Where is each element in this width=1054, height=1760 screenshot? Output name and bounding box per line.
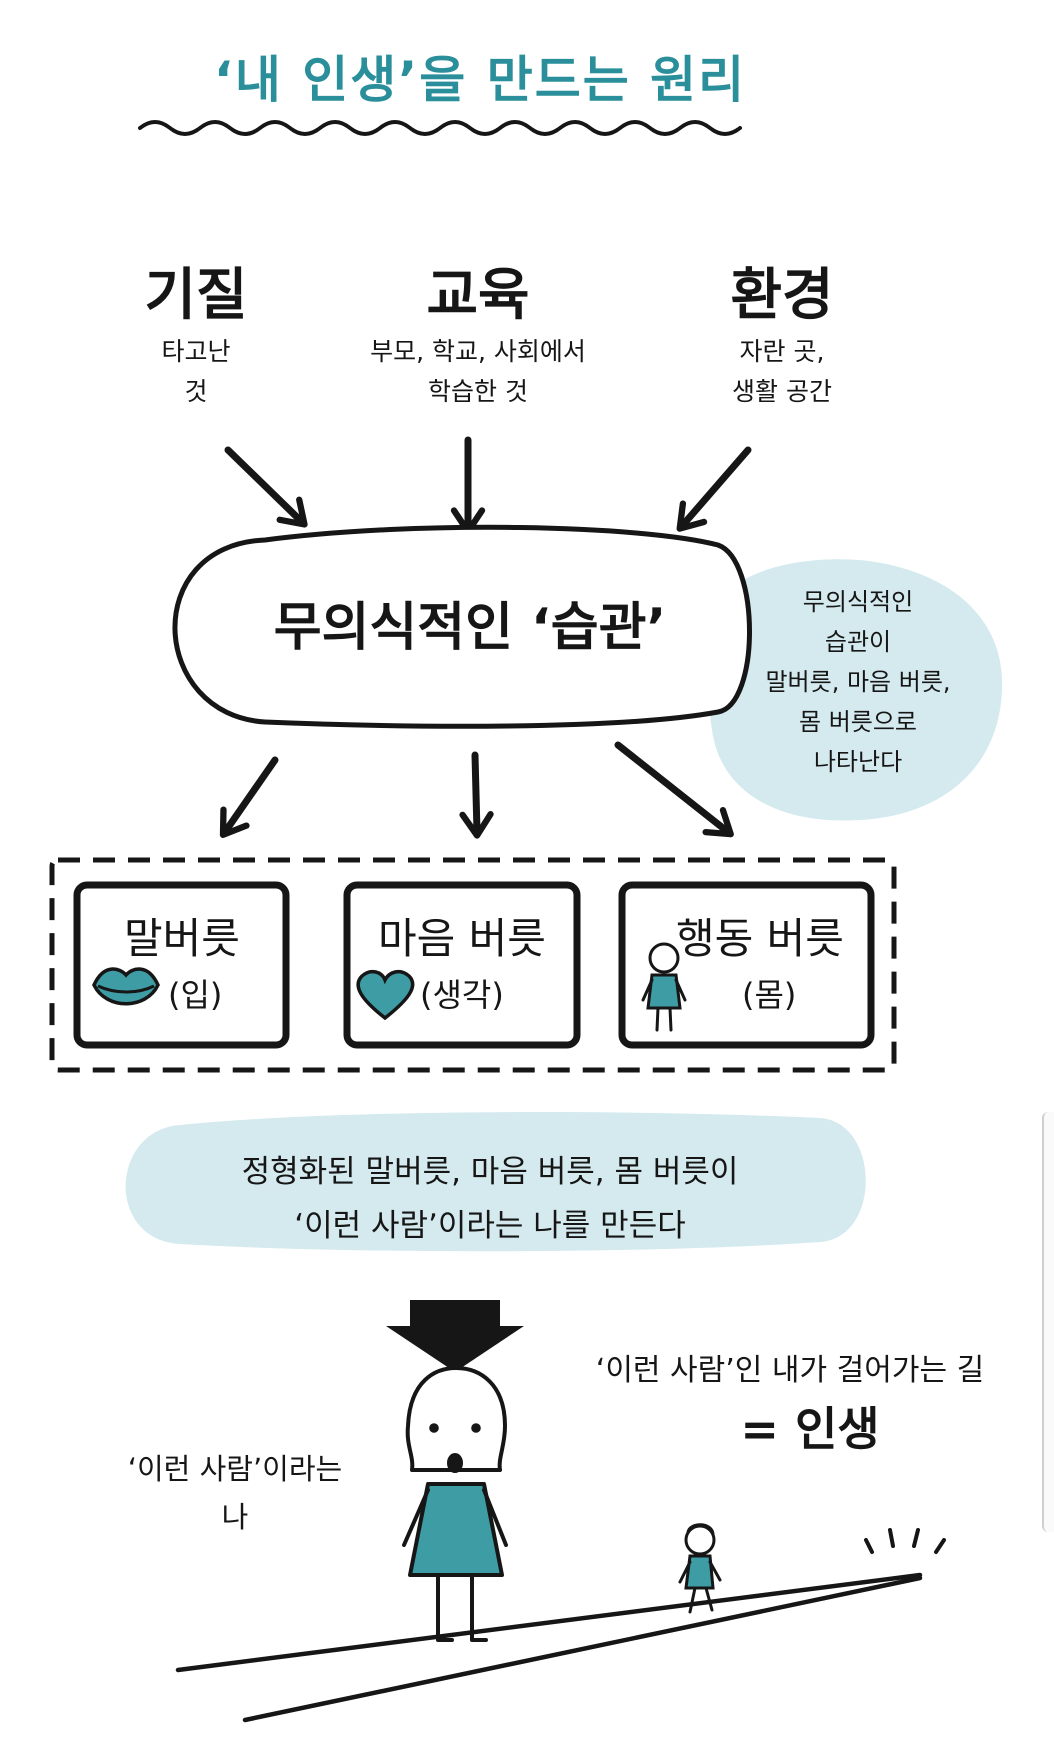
factor-education-line-2: 학습한 것	[428, 377, 528, 406]
factor-environment-line-1: 자란 곳,	[739, 337, 825, 366]
factor-education-line-1: 부모, 학교, 사회에서	[370, 337, 586, 366]
habit-note-line-3: 말버릇, 마음 버릇,	[765, 668, 951, 696]
mind-habit-title: 마음 버릇	[378, 914, 546, 963]
heart-icon	[356, 969, 415, 1021]
arrow-temperament	[224, 446, 308, 528]
summary-line-2: ‘이런 사람’이라는 나를 만든다	[294, 1208, 686, 1244]
factor-temperament-title: 기질	[144, 263, 248, 328]
sparkle-icon	[864, 1528, 946, 1554]
down-arrow	[386, 1300, 524, 1372]
scrollbar[interactable]	[1042, 1112, 1054, 1532]
big-person-figure	[402, 1366, 508, 1642]
factor-environment-line-2: 생활 공간	[732, 377, 832, 406]
habit-label: 무의식적인 ‘습관’	[273, 598, 667, 658]
arrow-environment	[676, 446, 752, 532]
lips-icon	[92, 967, 160, 1006]
habit-bubble	[172, 524, 752, 729]
factor-temperament-desc: 타고난 것	[56, 332, 336, 412]
box-mind	[343, 881, 581, 1049]
life-equation: = 인생	[740, 1402, 880, 1456]
speech-habit-title: 말버릇	[124, 914, 240, 963]
habit-note-line-2: 습관이	[824, 628, 892, 656]
factor-education-title: 교육	[426, 263, 530, 328]
road-label: ‘이런 사람’인 내가 걸어가는 길	[595, 1353, 985, 1388]
habit-note: 무의식적인 습관이 말버릇, 마음 버릇, 몸 버릇으로 나타난다	[718, 582, 998, 782]
note-blob	[706, 559, 1003, 821]
factor-environment-desc: 자란 곳, 생활 공간	[642, 332, 922, 412]
habit-note-line-1: 무의식적인	[802, 588, 914, 616]
page-title: ‘내 인생’을 만드는 원리	[213, 51, 747, 109]
me-label-line-1: ‘이런 사람’이라는	[127, 1452, 343, 1486]
road-top-line	[175, 1572, 923, 1673]
factor-environment-title: 환경	[730, 263, 834, 328]
summary-band	[125, 1112, 866, 1252]
person-icon	[641, 942, 687, 1032]
factor-temperament-line-1: 타고난	[161, 337, 231, 366]
me-label-line-2: 나	[221, 1500, 249, 1534]
arrow-to-speech	[219, 756, 279, 839]
speech-habit-sub: (입)	[168, 976, 223, 1014]
mind-habit-sub: (생각)	[420, 976, 504, 1014]
small-person-figure	[678, 1523, 722, 1614]
action-habit-title: 행동 버릇	[676, 914, 844, 963]
title-wavy-underline	[138, 120, 742, 136]
arrow-to-action	[614, 741, 734, 838]
box-action	[618, 881, 875, 1049]
arrow-to-mind	[459, 751, 494, 839]
road-bottom-line	[242, 1575, 923, 1723]
summary-line-1: 정형화된 말버릇, 마음 버릇, 몸 버릇이	[241, 1154, 739, 1190]
factor-education-desc: 부모, 학교, 사회에서 학습한 것	[328, 332, 628, 412]
summary-text: 정형화된 말버릇, 마음 버릇, 몸 버릇이 ‘이런 사람’이라는 나를 만든다	[120, 1145, 860, 1253]
factor-temperament-line-2: 것	[184, 377, 208, 406]
habit-note-line-5: 나타난다	[813, 748, 903, 776]
habit-note-line-4: 몸 버릇으로	[798, 708, 918, 736]
me-label: ‘이런 사람’이라는 나	[90, 1445, 380, 1541]
action-habit-sub: (몸)	[742, 976, 797, 1014]
